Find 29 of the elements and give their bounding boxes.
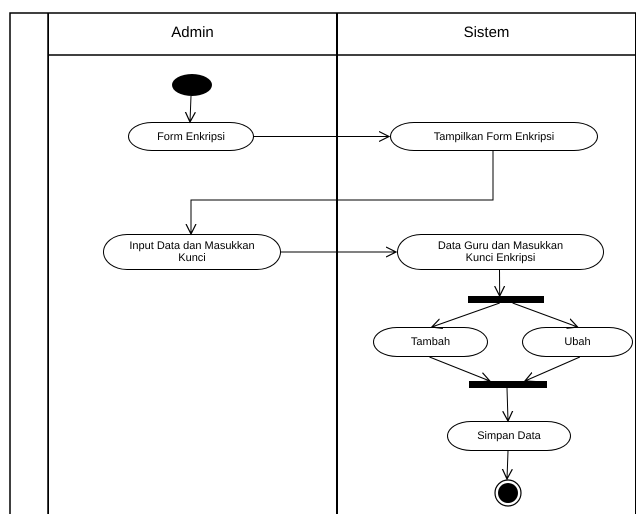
activity-node	[397, 234, 604, 270]
activity-node	[447, 421, 571, 451]
activity-label: Tampilkan Form Enkripsi	[434, 130, 554, 142]
arrow	[184, 96, 196, 123]
activity-node	[390, 122, 598, 151]
arrow	[185, 150, 494, 235]
activity-label: Simpan Data	[477, 430, 541, 442]
swimlane	[48, 13, 337, 514]
activity-node	[103, 234, 281, 270]
activity-node	[128, 122, 254, 151]
activity-label: Data Guru dan Masukkan Kunci Enkripsi	[436, 240, 564, 264]
activity-label: Input Data dan Masukkan Kunci	[128, 240, 256, 264]
arrow	[429, 356, 490, 383]
arrow	[494, 270, 506, 297]
arrow	[280, 246, 397, 258]
lane-title: Sistem	[464, 23, 510, 43]
arrow	[512, 302, 578, 329]
arrow	[502, 388, 514, 422]
activity-node	[522, 327, 633, 357]
arrow	[502, 450, 513, 480]
lane-title: Admin	[171, 23, 214, 43]
swimlane	[337, 13, 636, 514]
arrow	[252, 130, 390, 142]
activity-label: Tambah	[410, 336, 450, 348]
activity-node	[373, 327, 488, 357]
arrow	[524, 356, 580, 382]
activity-label: Form Enkripsi	[157, 130, 225, 142]
activity-label: Ubah	[564, 336, 591, 348]
arrow	[431, 302, 500, 329]
